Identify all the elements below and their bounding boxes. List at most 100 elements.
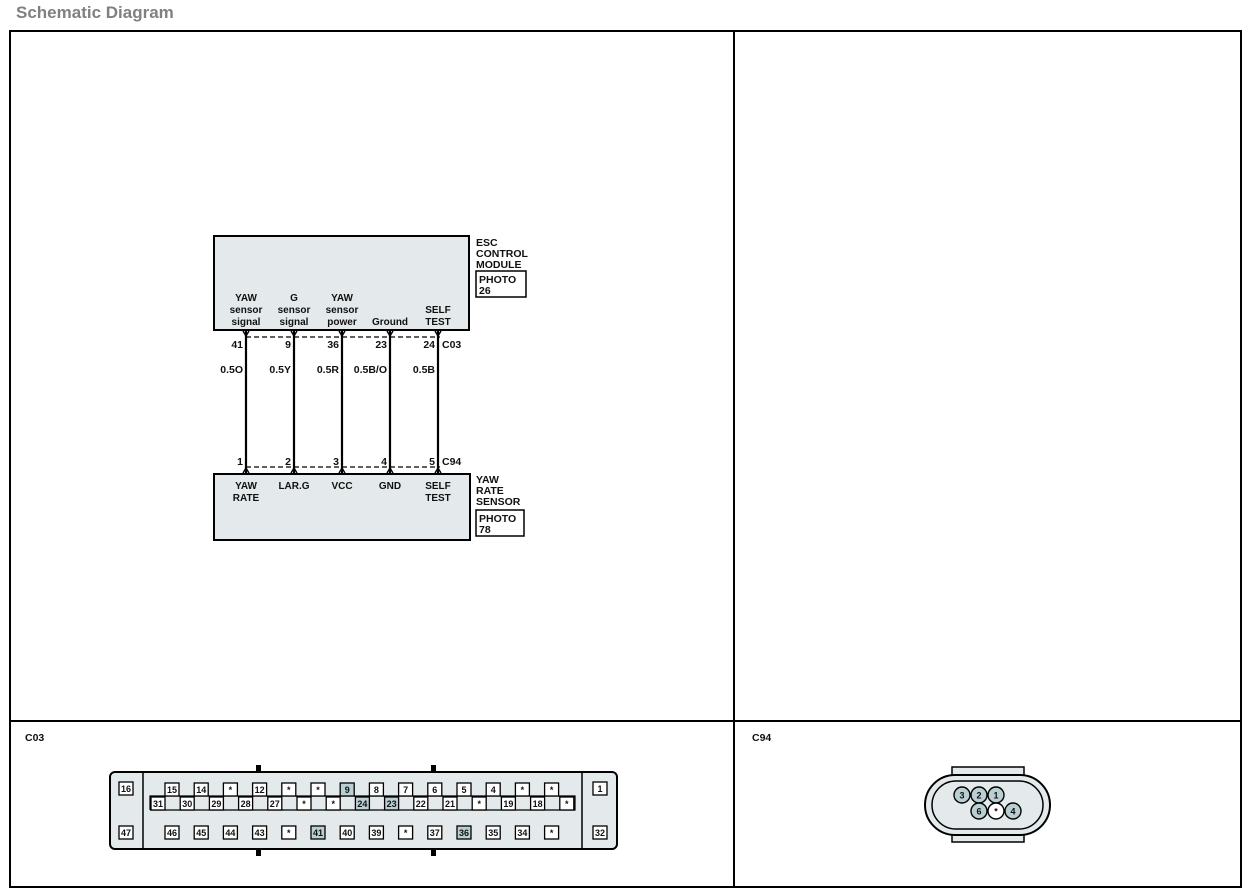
terminal-marker [434,466,442,474]
c03-connector-label: C03 [442,339,461,351]
c03-pin-label: 24 [357,799,367,809]
c03-pin-label: 1 [597,784,602,794]
c03-pin-label: 37 [430,828,440,838]
module-pin-number: 9 [285,339,291,351]
c03-pin-label: 39 [371,828,381,838]
c03-pin: * [543,825,560,840]
c03-pin-label: * [331,799,335,809]
esc-name-line: CONTROL [476,248,528,260]
yaw-signal-label: SELF [425,481,451,492]
c03-pin: 16 [118,781,134,796]
c03-pin-label: 31 [153,799,163,809]
c03-pin-label: 16 [121,784,131,794]
c03-pin-label: 6 [432,785,437,795]
c03-pin: 23 [383,796,400,811]
yaw-photo-text: PHOTO [479,513,516,525]
c94-pin: * [987,802,1005,820]
c94-face-label: C94 [752,732,771,744]
esc-signal-label: sensor [326,305,359,316]
esc-signal-label: Ground [372,317,408,328]
terminal-marker [242,466,250,474]
esc-module-box [213,235,470,331]
terminal-marker [386,466,394,474]
c03-pin-label: 8 [374,785,379,795]
c03-pin-label: * [521,785,525,795]
page-title: Schematic Diagram [16,3,174,22]
c03-pin-label: 4 [491,785,496,795]
wire-color-label: 0.5B/O [354,364,387,376]
c94-pin: 6 [970,802,988,820]
c94-pin-label: 2 [976,791,981,801]
c03-pin-label: 45 [196,828,206,838]
c03-pin: 9 [339,782,355,797]
yaw-signal-label: YAW [235,481,257,492]
c03-pin: 35 [485,825,501,840]
c03-pin: 45 [193,825,209,840]
c03-pin: 31 [150,796,166,811]
c03-pin-label: * [550,785,554,795]
module-pin-number: 24 [423,339,435,351]
esc-signal-label: TEST [425,317,451,328]
sensor-pin-number: 4 [381,456,387,468]
c03-pin: 24 [354,796,371,811]
c03-pin-label: * [565,799,569,809]
c03-pin: 8 [368,782,385,797]
panel-frames [9,30,1242,888]
sensor-pin-number: 2 [285,456,291,468]
wire-color-label: 0.5R [317,364,340,376]
c94-pin-label: * [994,807,998,817]
c03-pin-label: 14 [196,785,206,795]
c03-pin-label: 22 [416,799,426,809]
c03-pin-label: 23 [387,799,397,809]
c03-pin-label: 32 [595,828,605,838]
c03-pin: 46 [164,825,180,840]
esc-photo-text: PHOTO [479,274,516,286]
esc-signal-label: YAW [235,293,257,304]
c03-pin: 21 [442,796,458,811]
yaw-photo-text: 78 [479,524,491,536]
c03-pin: 18 [529,796,546,811]
c03-pin-label: * [477,799,481,809]
c03-pin: * [281,825,297,840]
esc-signal-label: SELF [425,305,451,316]
wire-color-label: 0.5B [413,364,436,376]
c03-pin: 28 [237,796,254,811]
c03-pin: * [310,782,326,797]
c03-pin: 41 [310,825,326,840]
c03-pin: 19 [500,796,517,811]
c94-pin: 4 [1004,802,1022,820]
c03-pin-label: 15 [167,785,177,795]
wire-color-label: 0.5Y [269,364,291,376]
wire-color-label: 0.5O [220,364,243,376]
c03-pin-label: 34 [517,828,527,838]
c94-connector-face [924,766,1051,843]
terminal-marker [242,330,250,338]
c03-pin: 27 [267,796,283,811]
c94-pin-label: 4 [1010,807,1015,817]
c03-pin: * [296,796,312,811]
c03-pin: 14 [193,782,209,797]
c03-pin: * [543,782,560,797]
sensor-pin-number: 1 [237,456,243,468]
c94-pin: 2 [970,786,988,804]
c03-pin-label: 27 [270,799,280,809]
yaw-signal-label: GND [379,481,401,492]
c03-pin-label: 41 [313,828,323,838]
c03-pin-label: 44 [225,828,235,838]
c03-pin: 43 [251,825,268,840]
esc-signal-label: power [327,317,357,328]
c03-pin-label: * [287,828,291,838]
c03-pin-label: * [287,785,291,795]
esc-signal-label: sensor [278,305,311,316]
c03-pin: 15 [164,782,180,797]
yaw-name-line: YAW [476,474,499,486]
c03-pin-label: 30 [182,799,192,809]
terminal-marker [386,330,394,338]
yaw-sensor-box [213,473,471,541]
